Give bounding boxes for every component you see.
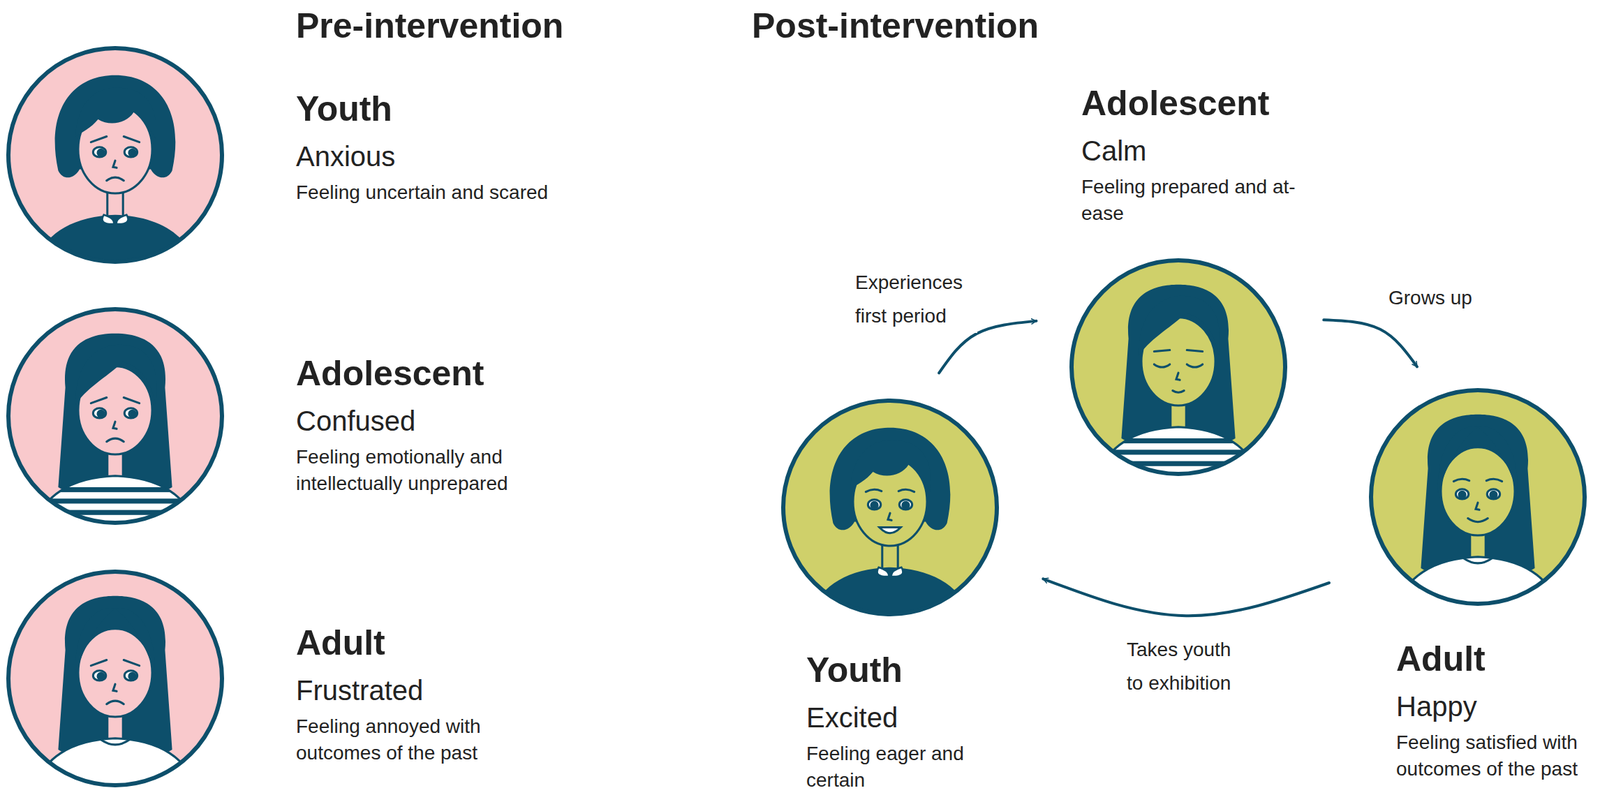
persona-circle	[1067, 256, 1290, 479]
persona-circle	[4, 567, 227, 790]
stage-heading: Adult	[295, 621, 520, 664]
portrait	[1071, 260, 1286, 479]
emotion-label: Calm	[1081, 134, 1298, 168]
emotion-description: Feeling prepared and at-ease	[1081, 173, 1298, 227]
persona-circle	[779, 396, 1002, 619]
portrait-ring	[783, 400, 997, 615]
portrait	[8, 309, 222, 528]
portrait-ring	[8, 309, 222, 523]
emotion-label: Happy	[1396, 689, 1598, 724]
text-block: YouthExcitedFeeling eager and certain	[806, 649, 995, 794]
portrait	[8, 48, 222, 266]
portrait-ground	[1071, 260, 1286, 474]
emotion-label: Confused	[295, 404, 555, 438]
portrait	[783, 400, 997, 619]
portrait	[8, 571, 222, 790]
transition-label: Grows up	[1388, 281, 1511, 315]
portrait-ring	[8, 571, 222, 786]
persona-node: AdolescentCalmFeeling prepared and at-ea…	[1067, 256, 1290, 479]
transition-label: Takes youth to exhibition	[1126, 633, 1249, 701]
stage-heading: Youth	[806, 649, 995, 692]
persona-node: AdolescentConfusedFeeling emotionally an…	[4, 305, 227, 528]
persona-circle	[1366, 386, 1589, 609]
stage-heading: Adolescent	[1081, 82, 1298, 125]
persona-node: AdultFrustratedFeeling annoyed with outc…	[4, 567, 227, 790]
emotion-label: Excited	[806, 700, 995, 735]
emotion-description: Feeling satisfied with outcomes of the p…	[1396, 729, 1598, 783]
emotion-description: Feeling eager and certain	[806, 740, 995, 794]
persona-node: AdultHappyFeeling satisfied with outcome…	[1366, 386, 1589, 609]
section-title: Post-intervention	[751, 4, 1039, 47]
emotion-label: Anxious	[295, 139, 597, 174]
persona-node: YouthExcitedFeeling eager and certain	[779, 396, 1002, 619]
stage-heading: Youth	[295, 87, 597, 130]
text-block: YouthAnxiousFeeling uncertain and scared	[295, 87, 597, 206]
text-block: AdolescentConfusedFeeling emotionally an…	[295, 352, 555, 498]
portrait-ground	[8, 309, 222, 523]
persona-node: YouthAnxiousFeeling uncertain and scared	[4, 43, 227, 266]
portrait-ring	[8, 48, 222, 262]
persona-circle	[4, 305, 227, 528]
emotion-description: Feeling uncertain and scared	[295, 179, 597, 206]
section-title: Pre-intervention	[295, 4, 564, 47]
text-block: AdultHappyFeeling satisfied with outcome…	[1396, 638, 1598, 783]
portrait	[1371, 390, 1585, 609]
emotion-description: Feeling emotionally and intellectually u…	[295, 443, 555, 498]
portrait-ring	[1371, 390, 1585, 604]
text-block: AdolescentCalmFeeling prepared and at-ea…	[1081, 82, 1298, 227]
text-block: AdultFrustratedFeeling annoyed with outc…	[295, 621, 520, 767]
stage-heading: Adolescent	[295, 352, 555, 395]
persona-circle	[4, 43, 227, 266]
transition-label: Experiences first period	[855, 265, 978, 333]
flow-arrow	[1323, 319, 1418, 367]
emotion-description: Feeling annoyed with outcomes of the pas…	[295, 713, 520, 767]
portrait-ring	[1071, 260, 1286, 474]
flow-arrow	[1042, 578, 1330, 616]
emotion-label: Frustrated	[295, 673, 520, 708]
stage-heading: Adult	[1396, 638, 1598, 680]
